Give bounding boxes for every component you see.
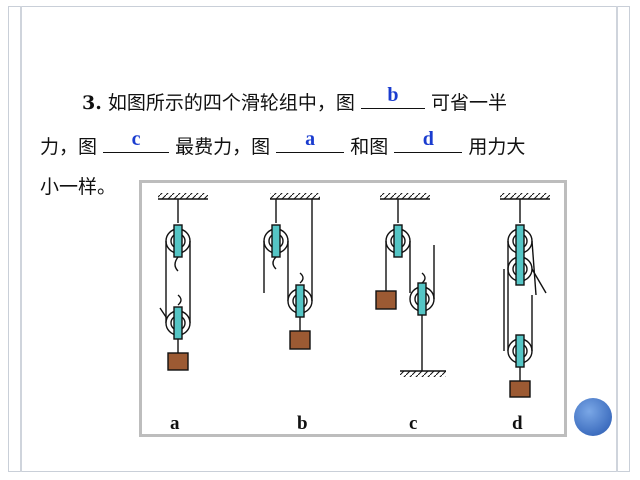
slide-left-rule bbox=[20, 6, 22, 472]
figure-label-c: c bbox=[409, 413, 418, 434]
question-line-1: 3. 如图所示的四个滑轮组中，图 b 可省一半 bbox=[82, 84, 508, 114]
ceiling-a bbox=[158, 193, 208, 199]
figure-label-b: b bbox=[297, 413, 308, 434]
ceiling-d bbox=[500, 193, 550, 199]
answer-blank-most-force: c bbox=[103, 128, 170, 153]
slide-frame bbox=[8, 6, 630, 472]
question-line-2: 力，图 c 最费力，图 a 和图 d 用力大 bbox=[40, 128, 526, 158]
figure-label-a: a bbox=[170, 413, 180, 434]
pulley-system-c bbox=[375, 199, 446, 377]
figure-label-d: d bbox=[512, 413, 523, 434]
pulley-system-b bbox=[263, 199, 313, 350]
question-number: 3. bbox=[82, 92, 102, 114]
question-line-3: 小一样。 bbox=[40, 176, 117, 198]
answer-blank-half-force: b bbox=[360, 84, 425, 109]
pulley-system-d bbox=[503, 199, 547, 398]
question-text: 如图所示的四个滑轮组中，图 bbox=[107, 92, 355, 114]
answer-blank-same-a: a bbox=[276, 128, 345, 153]
pulley-system-a bbox=[159, 199, 191, 371]
pulley-figure: a b c d bbox=[139, 180, 567, 437]
slide-right-rule bbox=[616, 6, 618, 472]
ceiling-c bbox=[380, 193, 430, 199]
pulley-diagram bbox=[158, 193, 550, 398]
floor-c bbox=[400, 371, 446, 377]
slide-nav-circle-icon[interactable] bbox=[574, 398, 612, 436]
ceiling-b bbox=[270, 193, 320, 199]
answer-blank-same-b: d bbox=[394, 128, 463, 153]
